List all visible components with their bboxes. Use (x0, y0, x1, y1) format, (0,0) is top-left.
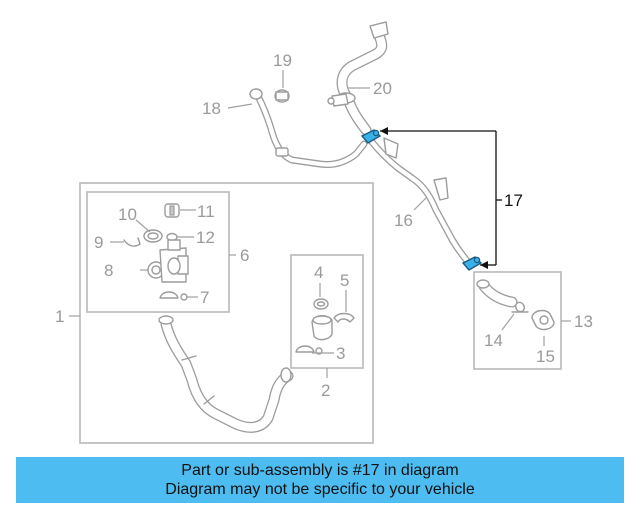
callout-14: 14 (484, 331, 503, 350)
part-14-clamp (511, 301, 529, 313)
part-19-clamp (274, 89, 290, 103)
callout-12: 12 (196, 228, 215, 247)
part-15-elbow (531, 309, 555, 331)
part-9-clip (123, 237, 141, 247)
part-11-sensor (164, 203, 180, 218)
callout-11: 11 (197, 202, 215, 221)
callout-17: 17 (504, 191, 523, 210)
callout-13: 13 (574, 312, 593, 331)
callout-1: 1 (55, 307, 64, 326)
callout-16: 16 (394, 211, 413, 230)
part-10-clip (143, 229, 163, 243)
info-line-disclaimer: Diagram may not be specific to your vehi… (165, 481, 475, 498)
part-8-oring (147, 261, 165, 279)
part-17-clamp-upper (360, 129, 382, 144)
callout-7: 7 (200, 288, 209, 307)
part-1-hose (158, 315, 294, 433)
callout-20: 20 (373, 79, 392, 98)
upper-radiator-hose (336, 21, 389, 136)
callout-4: 4 (314, 263, 323, 282)
callout-6: 6 (240, 246, 249, 265)
part-5-clip (333, 312, 355, 323)
callout-15: 15 (536, 347, 555, 366)
part-2-connector (311, 315, 333, 341)
part-16-pipe (368, 137, 472, 266)
info-banner: Part or sub-assembly is #17 in diagram D… (16, 457, 624, 503)
callout-10: 10 (118, 205, 137, 224)
callout-8: 8 (104, 261, 113, 280)
assembly-1-box (79, 182, 374, 444)
part-7-clamp (159, 291, 188, 301)
part-6-housing (159, 239, 189, 283)
callout-19: 19 (273, 51, 292, 70)
subassembly-6-box (86, 191, 230, 313)
callout-3: 3 (336, 344, 345, 363)
callout-9: 9 (94, 233, 103, 252)
part-18-pipe (249, 88, 368, 168)
info-line-part: Part or sub-assembly is #17 in diagram (181, 462, 459, 479)
callout-2: 2 (321, 381, 330, 400)
callout-17-leader (380, 127, 502, 269)
part-13-hose (476, 279, 518, 308)
leader-lines (69, 70, 571, 378)
part-20-fitting (327, 93, 349, 107)
callout-18: 18 (202, 99, 221, 118)
part-4-oring (313, 298, 329, 310)
part-17-clamp-lower (461, 256, 483, 271)
callout-5: 5 (340, 271, 349, 290)
